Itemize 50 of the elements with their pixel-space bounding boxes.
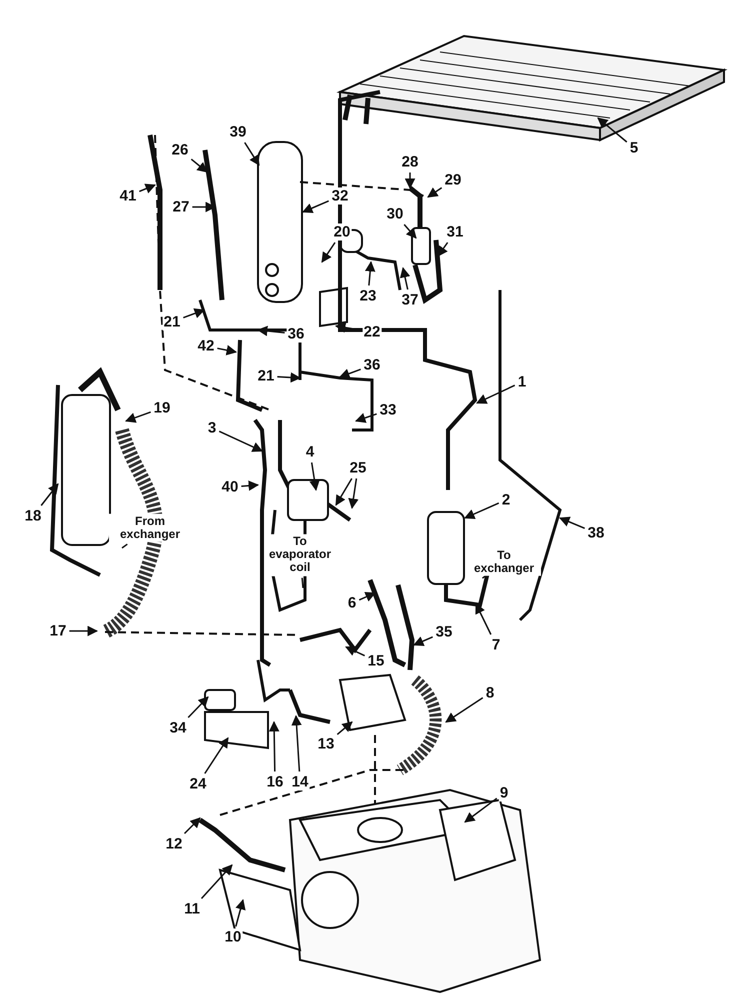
callout-number: 36 [286, 326, 306, 342]
leader-line [277, 372, 302, 383]
leader-line [218, 430, 263, 452]
callout-number: 9 [498, 784, 510, 802]
leader-line [235, 898, 246, 927]
leader-line [40, 483, 59, 506]
leader-line [464, 502, 500, 519]
leader-line [404, 224, 417, 239]
leader-line [404, 172, 416, 190]
callout-number: 21 [162, 314, 182, 330]
leader-line [302, 200, 329, 214]
leader-line [217, 345, 238, 356]
leader-line [184, 817, 201, 834]
leader-line [400, 266, 410, 290]
leader-line [559, 516, 585, 529]
leader-line [364, 260, 376, 286]
callout-number: 14 [290, 774, 310, 790]
leader-line [122, 544, 128, 549]
leader-line [427, 187, 442, 198]
leader-line [445, 697, 484, 723]
leader-line [268, 720, 280, 772]
leader-line [190, 158, 208, 173]
leader-line [358, 592, 376, 602]
leader-line [336, 721, 353, 735]
leader-line [291, 714, 302, 772]
callout-number: 32 [330, 188, 350, 204]
leader-line [204, 737, 229, 774]
leader-line [183, 308, 205, 318]
leader-line [301, 578, 304, 588]
leader-line [188, 696, 209, 718]
leader-line [476, 384, 516, 404]
leader-line [256, 326, 285, 336]
leader-line [413, 636, 433, 646]
leader-line [321, 242, 336, 263]
callout-number: 20 [332, 224, 352, 240]
leader-line [139, 184, 156, 194]
leader-line [475, 603, 492, 635]
leader-line [437, 242, 448, 257]
leader-line [355, 412, 377, 423]
leader-line [200, 864, 233, 899]
leader-line [241, 480, 260, 491]
leader-line [309, 462, 320, 492]
leader-line [345, 646, 366, 656]
leader-line [348, 478, 359, 510]
leader-line [339, 368, 361, 379]
leader-line [335, 478, 352, 506]
leader-line [244, 142, 260, 166]
leader-line [464, 798, 498, 823]
leader-line [69, 626, 98, 636]
leader-line [125, 411, 151, 423]
